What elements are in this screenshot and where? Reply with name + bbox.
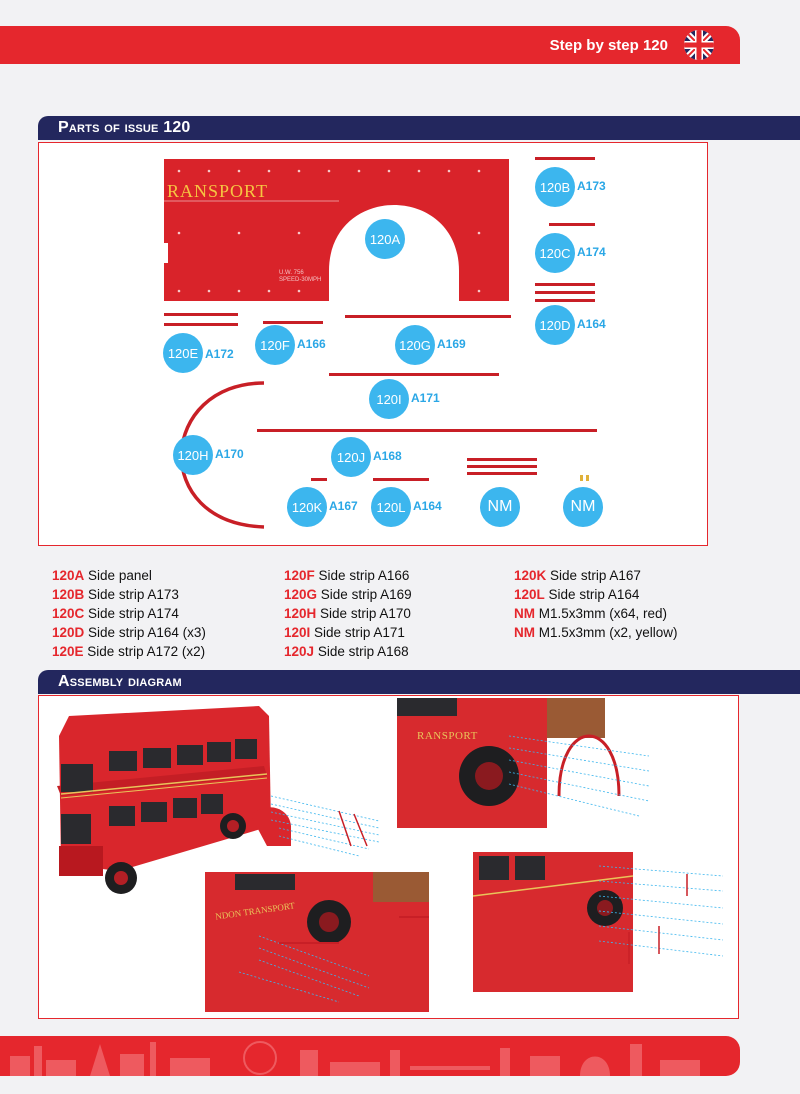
transport-lettering: RANSPORT — [167, 181, 268, 202]
legend-row: 120F Side strip A166 — [284, 566, 412, 585]
assembly-section-heading: Assembly diagram — [38, 670, 800, 694]
legend-row: 120I Side strip A171 — [284, 623, 412, 642]
legend-row: 120J Side strip A168 — [284, 642, 412, 661]
assembly-panel: RANSPORT NDON TRANSPORT — [38, 695, 739, 1019]
detail-side-strips — [473, 852, 723, 992]
legend-row: NM M1.5x3mm (x64, red) — [514, 604, 678, 623]
parts-illustration — [39, 143, 706, 544]
header-title: Step by step 120 — [550, 37, 668, 54]
legend-row: 120B Side strip A173 — [52, 585, 206, 604]
header-bar: Step by step 120 — [0, 26, 740, 64]
legend-row: 120A Side panel — [52, 566, 206, 585]
uk-flag-icon — [684, 30, 714, 60]
detail-wheel-arch — [397, 698, 649, 828]
bus-illustration — [57, 706, 379, 894]
legend-row: 120E Side strip A172 (x2) — [52, 642, 206, 661]
assembly-section-title: Assembly diagram — [58, 673, 182, 691]
legend-col-2: 120F Side strip A166 120G Side strip A16… — [284, 566, 412, 661]
parts-section-title: Parts of issue 120 — [58, 119, 191, 137]
legend-col-1: 120A Side panel 120B Side strip A173 120… — [52, 566, 206, 661]
legend-row: 120C Side strip A174 — [52, 604, 206, 623]
legend-row: 120K Side strip A167 — [514, 566, 678, 585]
parts-section-heading: Parts of issue 120 — [38, 116, 800, 140]
detail-lower-strips — [205, 872, 429, 1012]
london-skyline-illustration — [0, 1036, 740, 1076]
assembly-transport-lettering: RANSPORT — [417, 730, 478, 742]
legend-row: 120H Side strip A170 — [284, 604, 412, 623]
panel-speed-label: U.W. 756 SPEED-30MPH — [279, 270, 321, 284]
legend-row: 120D Side strip A164 (x3) — [52, 623, 206, 642]
parts-panel: RANSPORT U.W. 756 SPEED-30MPH 120A 120B … — [38, 142, 708, 546]
legend-col-3: 120K Side strip A167 120L Side strip A16… — [514, 566, 678, 642]
legend-row: 120G Side strip A169 — [284, 585, 412, 604]
footer-skyline-bar — [0, 1036, 740, 1076]
top-band — [0, 0, 800, 26]
legend-row: 120L Side strip A164 — [514, 585, 678, 604]
assembly-illustration — [39, 696, 737, 1017]
legend-row: NM M1.5x3mm (x2, yellow) — [514, 623, 678, 642]
